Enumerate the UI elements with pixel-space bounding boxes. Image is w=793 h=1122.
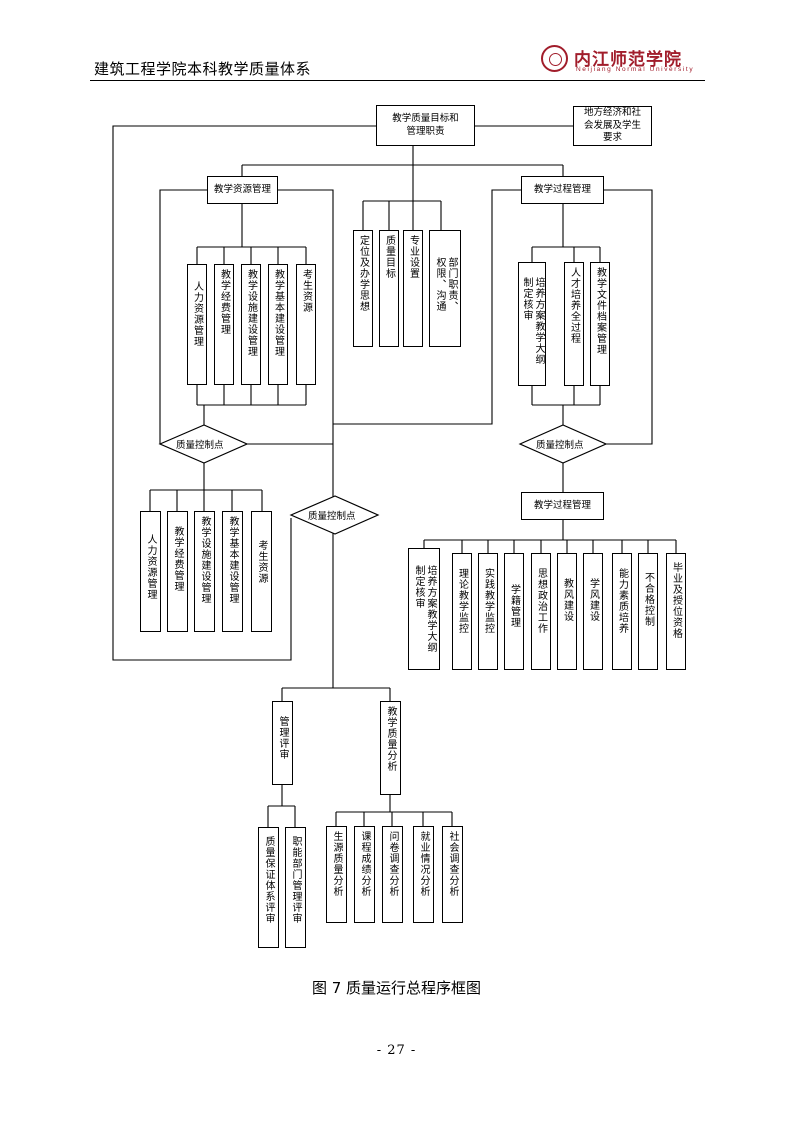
seal-icon <box>541 45 568 72</box>
process-item-lower: 培养方案教学大纲制定核审 <box>408 548 440 670</box>
analysis-item: 生源质量分析 <box>326 826 347 923</box>
process-item-lower: 不合格控制 <box>638 553 658 670</box>
document-header-title: 建筑工程学院本科教学质量体系 <box>94 60 312 78</box>
qc-point-center-label: 质量控制点 <box>308 511 356 522</box>
box-process-mgmt: 教学过程管理 <box>521 176 604 204</box>
box-process-mgmt-2: 教学过程管理 <box>521 492 604 520</box>
resource-item: 人力资源管理 <box>187 264 207 385</box>
goal-item: 部门职责、权限、沟通 <box>429 230 461 347</box>
box-process-mgmt-label: 教学过程管理 <box>533 183 591 195</box>
qc-diamond-left <box>158 424 249 464</box>
box-management-review: 管理评审 <box>272 701 293 785</box>
analysis-item: 问卷调查分析 <box>382 826 403 923</box>
box-quality-goals-label: 教学质量目标和管理职责 <box>392 112 459 137</box>
qc-diamond-right <box>518 424 608 464</box>
box-process-mgmt-2-label: 教学过程管理 <box>533 499 591 511</box>
analysis-item: 就业情况分析 <box>413 826 434 923</box>
logo-chinese-name: 内江师范学院 <box>574 50 682 70</box>
logo-english-name: Neijiang Normal University <box>576 66 695 73</box>
box-quality-analysis: 教学质量分析 <box>380 701 401 795</box>
header-rule <box>90 80 705 81</box>
goal-item: 质量目标 <box>379 230 399 347</box>
resource-item: 教学设施建设管理 <box>241 264 261 385</box>
review-item: 职能部门管理评审 <box>285 827 306 948</box>
process-item-lower: 教风建设 <box>557 553 577 670</box>
resource-item-lower: 考生资源 <box>251 511 272 632</box>
resource-item-lower: 教学经费管理 <box>167 511 188 632</box>
process-item-lower: 能力素质培养 <box>612 553 632 670</box>
resource-item: 教学经费管理 <box>214 264 234 385</box>
resource-item: 教学基本建设管理 <box>268 264 288 385</box>
qc-diamond-center <box>289 495 380 535</box>
qc-point-right-label: 质量控制点 <box>536 440 584 451</box>
goal-item: 专业设置 <box>403 230 423 347</box>
resource-item-lower: 教学基本建设管理 <box>222 511 243 632</box>
box-quality-goals: 教学质量目标和管理职责 <box>376 105 475 146</box>
analysis-item: 社会调查分析 <box>442 826 463 923</box>
process-item: 人才培养全过程 <box>564 262 584 386</box>
box-external-requirements-label: 地方经济和社会发展及学生要求 <box>583 106 641 144</box>
process-item-lower: 学风建设 <box>583 553 603 670</box>
process-item-lower: 思想政治工作 <box>531 553 551 670</box>
university-logo: 内江师范学院 Neijiang Normal University <box>541 44 695 78</box>
box-resource-mgmt: 教学资源管理 <box>207 176 278 204</box>
process-item-lower: 毕业及授位资格 <box>666 553 686 670</box>
figure-caption: 图 7 质量运行总程序框图 <box>311 979 482 997</box>
review-item: 质量保证体系评审 <box>258 827 279 948</box>
process-item: 教学文件档案管理 <box>590 262 610 386</box>
process-item-lower: 实践教学监控 <box>478 553 498 670</box>
resource-item-lower: 人力资源管理 <box>140 511 161 632</box>
qc-point-left-label: 质量控制点 <box>176 440 224 451</box>
page-number: - 27 - <box>376 1043 417 1058</box>
box-resource-mgmt-label: 教学资源管理 <box>213 183 271 195</box>
resource-item-lower: 教学设施建设管理 <box>194 511 215 632</box>
process-item-lower: 学籍管理 <box>504 553 524 670</box>
process-item: 培养方案教学大纲制定核审 <box>518 262 546 386</box>
goal-item: 定位及办学思想 <box>353 230 373 347</box>
box-external-requirements: 地方经济和社会发展及学生要求 <box>573 106 652 146</box>
process-item-lower: 理论教学监控 <box>452 553 472 670</box>
resource-item: 考生资源 <box>296 264 316 385</box>
analysis-item: 课程成绩分析 <box>354 826 375 923</box>
